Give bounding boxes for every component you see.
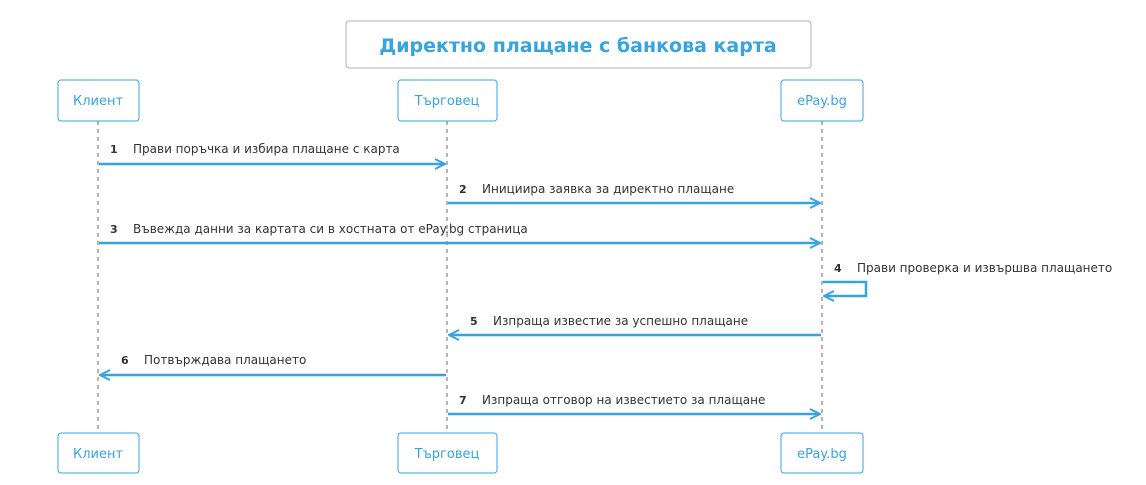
message-number: 6 xyxy=(121,354,129,367)
message-6: 6 Потвърждава плащането xyxy=(100,353,446,375)
message-4: 4 Прави проверка и извършва плащането xyxy=(823,261,1112,296)
message-label: Изпраща отговор на известието за плащане xyxy=(482,393,765,407)
message-label: Въвежда данни за картата си в хостната о… xyxy=(133,222,528,236)
message-number: 2 xyxy=(459,183,467,196)
message-label: Потвърждава плащането xyxy=(144,353,306,367)
participant-merchant-top[interactable]: Търговец xyxy=(397,79,498,122)
participant-label: Клиент xyxy=(73,447,123,462)
title-text: Директно плащане с банкова карта xyxy=(379,35,776,57)
participant-client-bottom[interactable]: Клиент xyxy=(57,432,140,474)
message-1: 1 Прави поръчка и избира плащане с карта xyxy=(99,142,445,164)
diagram-title: Директно плащане с банкова карта xyxy=(345,20,812,69)
participant-label: Търговец xyxy=(414,447,480,462)
message-label: Прави проверка и извършва плащането xyxy=(857,261,1112,275)
participant-label: Клиент xyxy=(73,94,123,109)
participant-label: ePay.bg xyxy=(797,94,847,109)
participant-epay-bottom[interactable]: ePay.bg xyxy=(780,432,864,474)
title-box xyxy=(345,20,812,69)
message-number: 5 xyxy=(470,315,478,328)
participant-client-top[interactable]: Клиент xyxy=(57,79,140,122)
participant-label: ePay.bg xyxy=(797,447,847,462)
message-arrow xyxy=(823,280,868,296)
message-number: 4 xyxy=(834,262,842,275)
message-5: 5 Изпраща известие за успешно плащане xyxy=(449,314,821,335)
message-number: 3 xyxy=(110,223,118,236)
message-label: Инициира заявка за директно плащане xyxy=(482,182,734,196)
message-number: 7 xyxy=(459,394,467,407)
message-label: Изпраща известие за успешно плащане xyxy=(493,314,748,328)
participant-epay-top[interactable]: ePay.bg xyxy=(780,79,864,122)
participant-merchant-bottom[interactable]: Търговец xyxy=(397,432,498,474)
message-number: 1 xyxy=(110,143,118,156)
message-2: 2 Инициира заявка за директно плащане xyxy=(448,182,820,203)
participant-label: Търговец xyxy=(414,94,480,109)
message-label: Прави поръчка и избира плащане с карта xyxy=(133,142,400,156)
message-7: 7 Изпраща отговор на известието за плаща… xyxy=(448,393,820,414)
message-3: 3 Въвежда данни за картата си в хостната… xyxy=(99,222,820,243)
